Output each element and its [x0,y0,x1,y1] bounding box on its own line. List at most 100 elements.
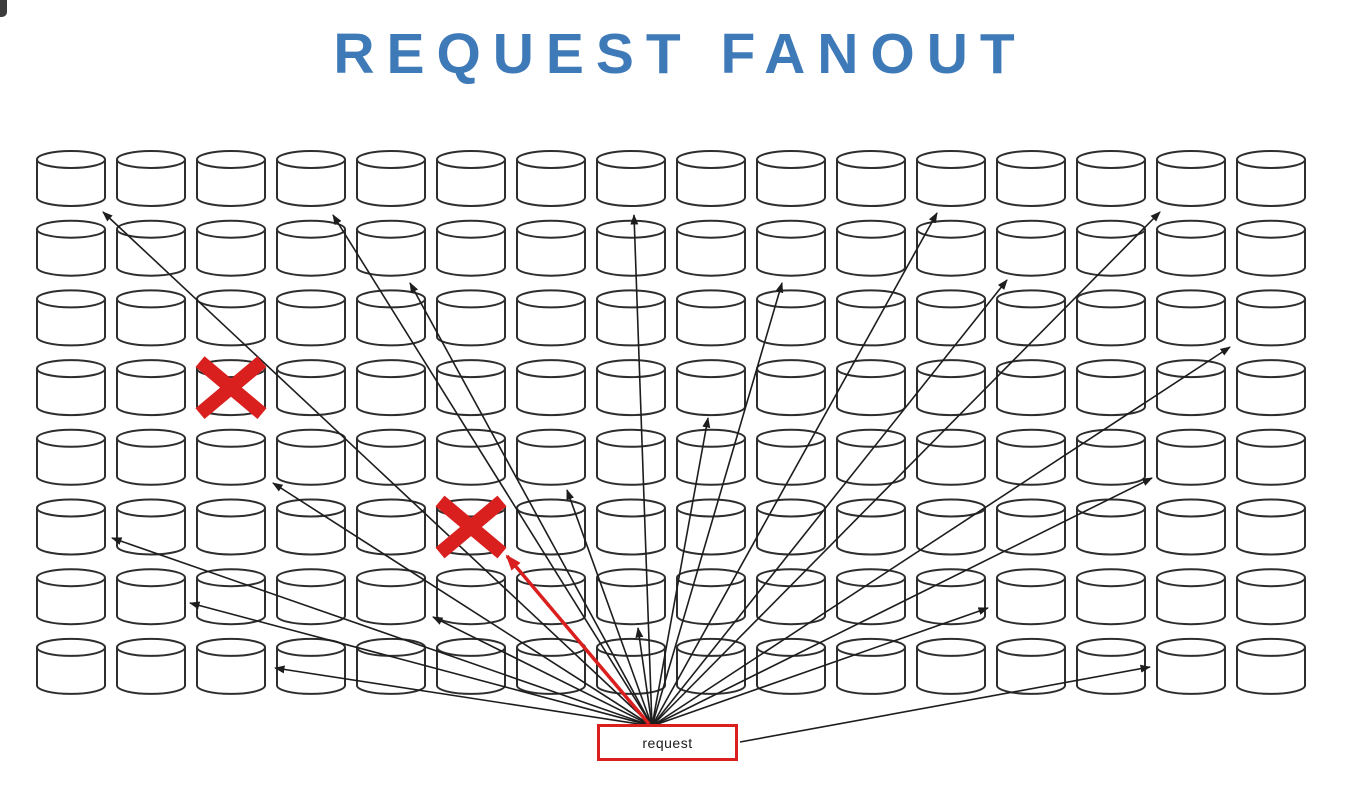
database-cylinder [36,568,106,626]
database-cylinder [116,150,186,207]
database-cylinder [36,498,106,556]
fanout-arrow [111,537,653,727]
database-cylinder [116,498,186,556]
database-cylinder [516,289,586,347]
database-cylinder [1076,289,1146,347]
database-cylinder [276,150,346,207]
database-cylinder [756,498,826,556]
database-cylinder [1076,568,1146,626]
database-cylinder [676,289,746,347]
database-cylinder [356,428,426,486]
database-cylinder [436,568,506,626]
database-cylinder [36,359,106,417]
fanout-arrow [635,627,653,727]
database-cylinder [116,428,186,486]
database-cylinder [836,568,906,626]
database-cylinder [996,150,1066,207]
database-cylinder [596,150,666,207]
page-title: REQUEST FANOUT [333,22,1027,86]
database-cylinder [836,219,906,277]
database-cylinder [916,428,986,486]
fanout-arrow [651,477,1153,727]
database-cylinder [1156,150,1226,207]
database-cylinder [916,637,986,695]
database-cylinder [836,428,906,486]
database-cylinder [116,637,186,695]
database-cylinder [756,359,826,417]
database-cylinder [356,498,426,556]
database-cylinder [596,359,666,417]
corner-artifact [0,0,7,17]
fanout-arrow [189,601,653,727]
database-cylinder [276,219,346,277]
database-cylinder [1156,219,1226,277]
database-cylinder [196,219,266,277]
database-cylinder [916,359,986,417]
database-cylinder [356,289,426,347]
database-cylinder [676,219,746,277]
database-cylinder [196,498,266,556]
database-cylinder [596,428,666,486]
fanout-arrow [739,664,1151,743]
database-cylinder [116,568,186,626]
database-cylinder [836,637,906,695]
fanout-arrow [566,489,653,727]
database-cylinder [1076,428,1146,486]
database-cylinder [36,428,106,486]
database-cylinder [36,150,106,207]
database-cylinder [116,219,186,277]
failed-node-x-icon [195,356,267,419]
database-cylinder [436,289,506,347]
database-cylinder [1236,219,1306,277]
database-cylinder [1236,289,1306,347]
database-cylinder [196,568,266,626]
database-cylinder [1236,637,1306,695]
database-cylinder [356,150,426,207]
database-cylinder [516,428,586,486]
fanout-arrow [651,346,1231,727]
database-cylinder [836,498,906,556]
database-cylinder [1236,498,1306,556]
database-cylinder [36,289,106,347]
database-cylinder [356,219,426,277]
database-cylinder [116,359,186,417]
database-cylinder [1076,637,1146,695]
fanout-arrow [651,212,938,727]
fanout-arrow [102,211,653,727]
database-cylinder [996,568,1066,626]
database-cylinder [516,150,586,207]
database-cylinder [1236,359,1306,417]
failed-node-x-icon [435,495,507,559]
database-cylinder [196,289,266,347]
database-cylinder [836,150,906,207]
fanout-arrow [651,279,1008,727]
database-cylinder [196,637,266,695]
database-cylinder [1236,568,1306,626]
database-cylinder [1236,428,1306,486]
database-cylinder [916,289,986,347]
database-cylinder [196,150,266,207]
fanout-arrow [272,482,653,727]
database-cylinder [1156,289,1226,347]
request-box: request [597,724,738,761]
database-cylinder [996,637,1066,695]
database-cylinder [596,498,666,556]
database-cylinder [516,637,586,695]
database-cylinder [116,289,186,347]
database-cylinder [436,219,506,277]
failed-request-arrow [505,554,651,726]
fanout-arrows [102,211,1231,743]
database-cylinder [1156,428,1226,486]
database-cylinder [36,637,106,695]
database-cylinder [36,219,106,277]
database-cylinder [596,219,666,277]
fanout-arrow [651,607,989,727]
fanout-arrow [409,282,653,727]
database-cylinder [356,359,426,417]
database-cylinder [756,219,826,277]
fanout-arrow [630,214,653,727]
database-cylinder [916,219,986,277]
database-cylinder [916,150,986,207]
database-cylinder [596,568,666,626]
database-cylinder [1156,637,1226,695]
